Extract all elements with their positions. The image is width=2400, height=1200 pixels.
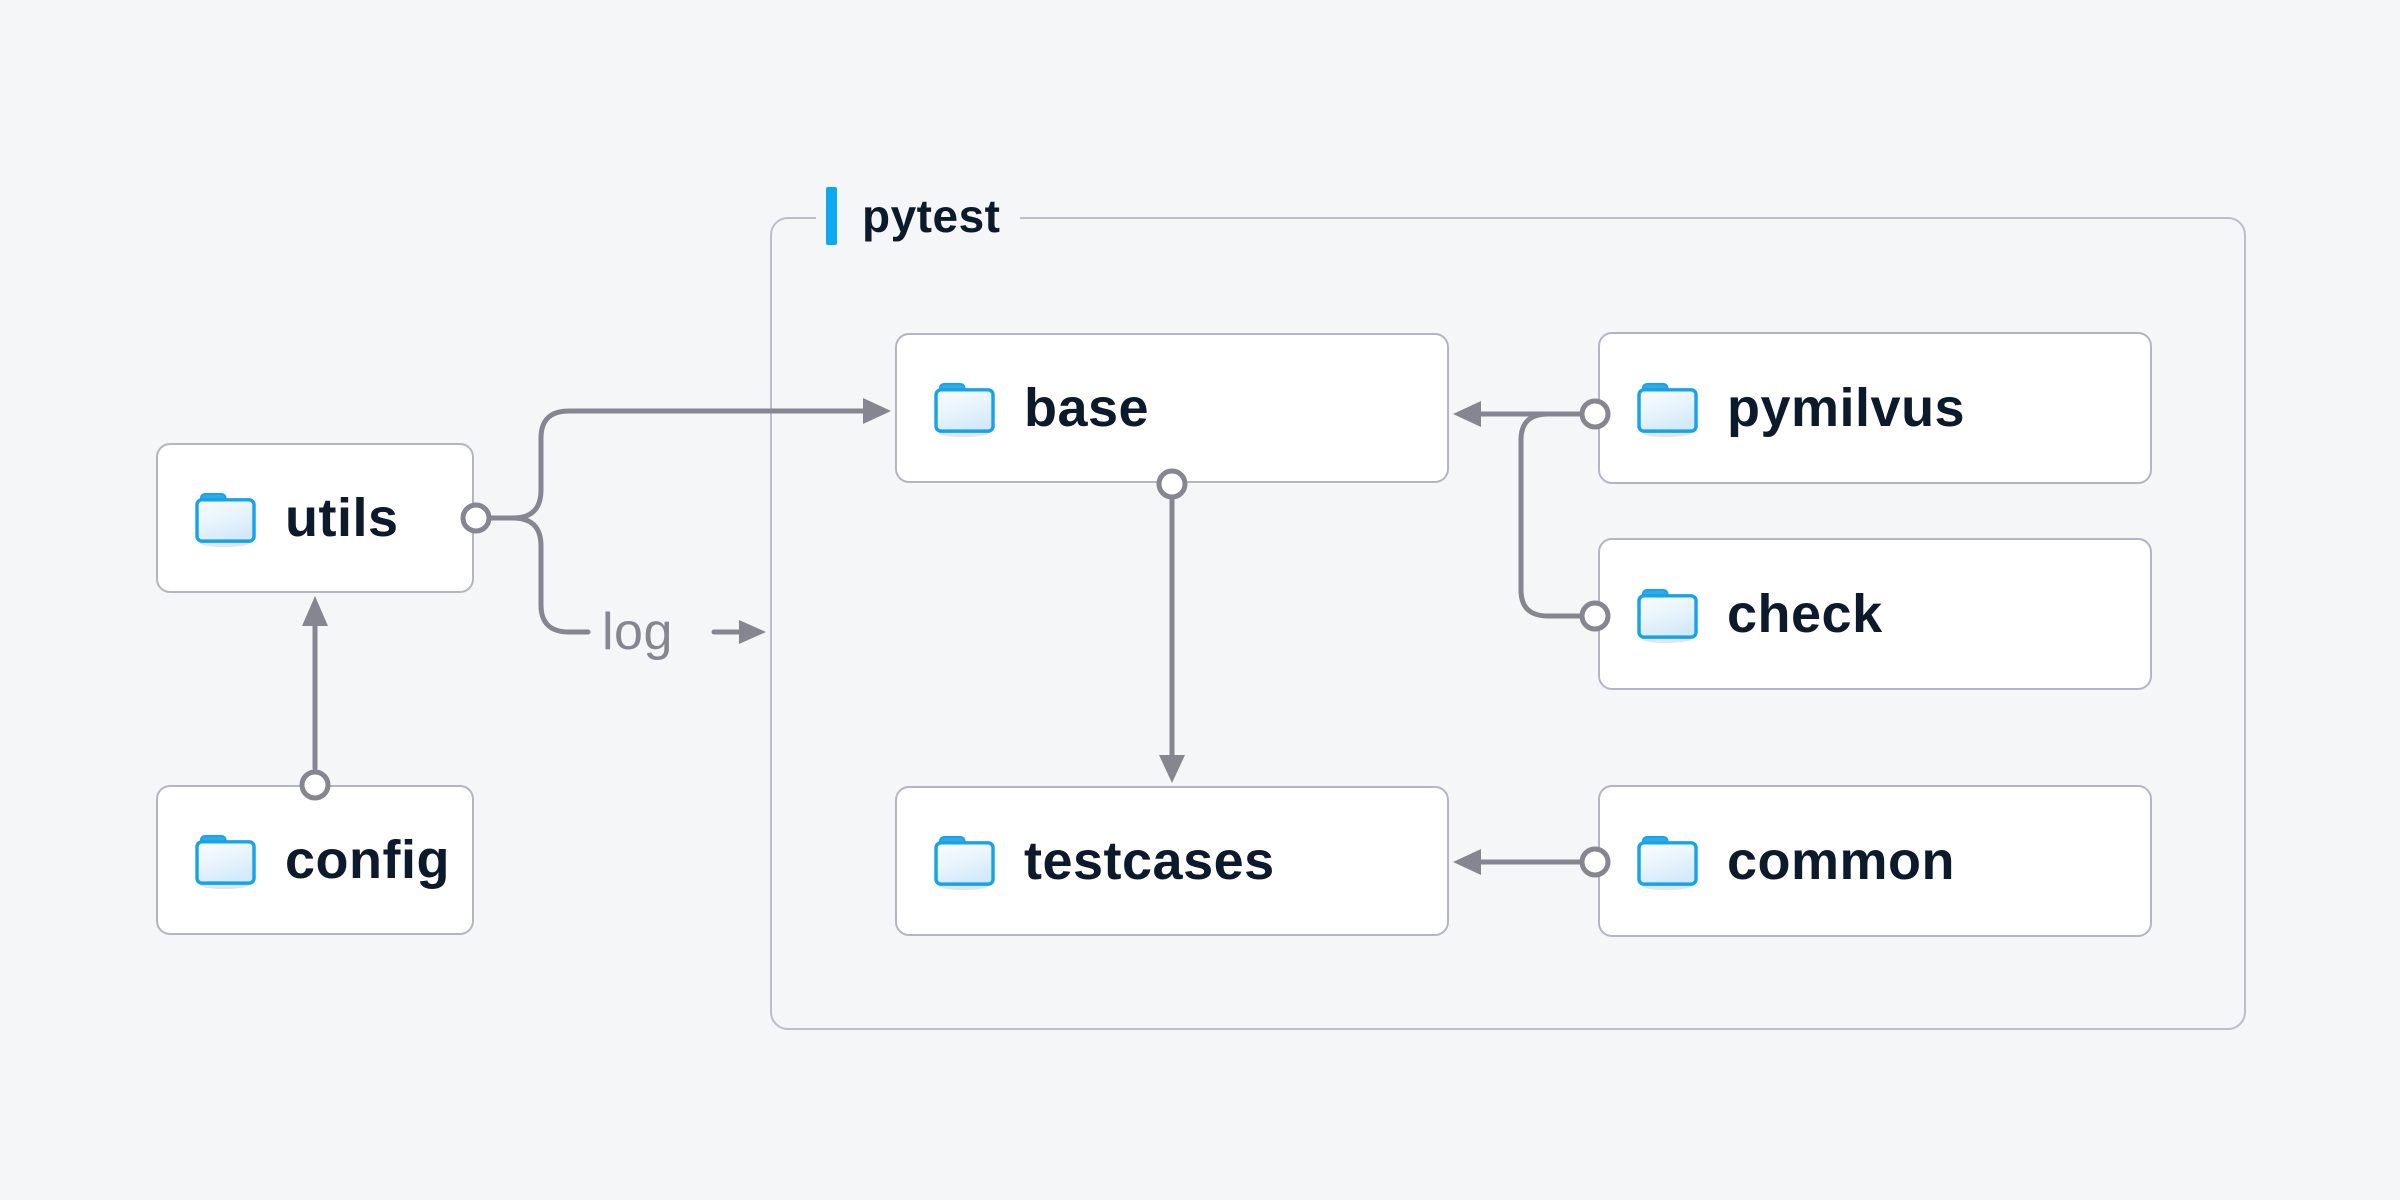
pytest-container xyxy=(770,217,2246,1030)
arrowhead-config-utils xyxy=(302,596,328,626)
node-common: common xyxy=(1598,785,2152,937)
node-testcases: testcases xyxy=(895,786,1449,936)
node-label: config xyxy=(285,830,450,890)
node-label: common xyxy=(1727,831,1956,891)
node-check: check xyxy=(1598,538,2152,690)
node-utils: utils xyxy=(156,443,474,593)
node-label: pymilvus xyxy=(1727,378,1966,438)
arrowhead-log-pytest xyxy=(739,620,766,644)
node-config: config xyxy=(156,785,474,935)
folder-icon xyxy=(195,491,256,547)
folder-icon xyxy=(195,833,256,889)
pytest-container-label: pytest xyxy=(816,186,1021,246)
node-label: check xyxy=(1727,584,1883,644)
folder-icon xyxy=(1637,587,1698,643)
node-base: base xyxy=(895,333,1449,483)
node-label: testcases xyxy=(1024,831,1275,891)
folder-icon xyxy=(1637,834,1698,890)
edge-label-log: log xyxy=(602,603,673,661)
node-label: base xyxy=(1024,378,1150,438)
folder-icon xyxy=(1637,381,1698,437)
folder-icon xyxy=(934,381,995,437)
pytest-label-text: pytest xyxy=(862,190,1001,242)
node-pymilvus: pymilvus xyxy=(1598,332,2152,484)
pytest-accent-bar xyxy=(826,187,837,245)
node-label: utils xyxy=(285,488,399,548)
edge-utils-log xyxy=(510,515,591,635)
folder-icon xyxy=(934,834,995,890)
